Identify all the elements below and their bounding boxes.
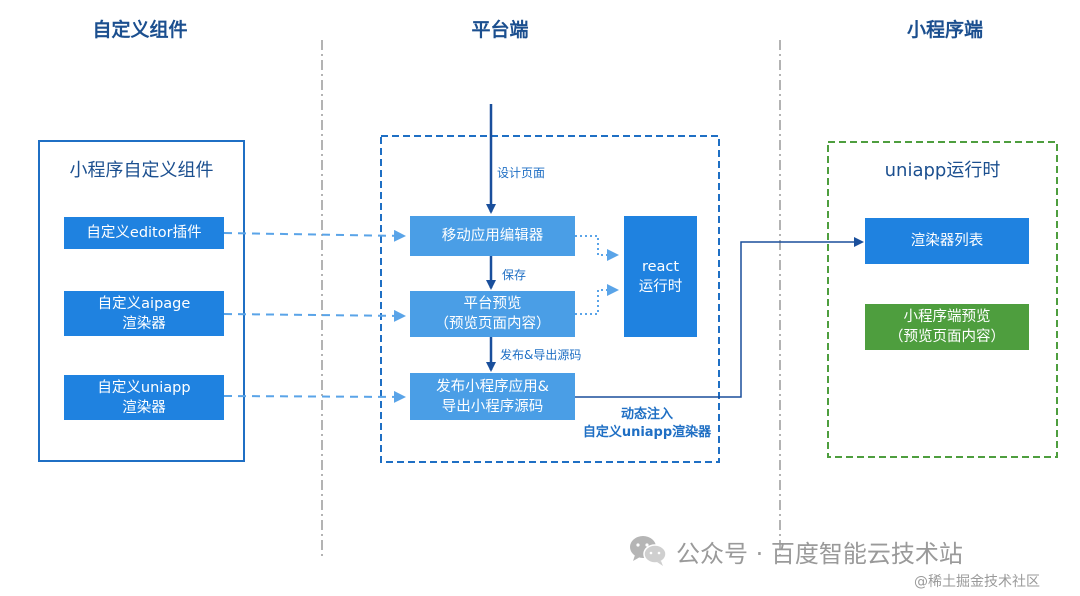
- label-save: 保存: [502, 268, 527, 282]
- arrow-editor-plugin: [223, 229, 406, 242]
- group-box-right: [827, 141, 1058, 458]
- arrow-aipage-renderer: [223, 309, 406, 322]
- arrow-editor-to-runtime: [575, 235, 619, 261]
- node-react-runtime: react 运行时: [624, 216, 697, 337]
- node-mobile-editor: 移动应用编辑器: [410, 216, 575, 256]
- node-aipage-renderer: 自定义aipage 渲染器: [64, 291, 224, 336]
- node-uniapp-renderer: 自定义uniapp 渲染器: [64, 375, 224, 420]
- watermark-account: 公众号 · 百度智能云技术站: [676, 540, 963, 568]
- group-box-left: [38, 140, 245, 462]
- column-title-miniprogram: 小程序端: [906, 19, 983, 41]
- node-miniprogram-preview: 小程序端预览 （预览页面内容）: [865, 304, 1029, 350]
- node-publish: 发布小程序应用& 导出小程序源码: [410, 373, 575, 420]
- node-editor-plugin: 自定义editor插件: [64, 217, 224, 249]
- group-title-right: uniapp运行时: [884, 160, 1001, 181]
- group-box-platform: [380, 135, 720, 463]
- arrow-inject: [575, 237, 864, 398]
- wechat-icon: [628, 533, 668, 567]
- group-title-left: 小程序自定义组件: [69, 160, 214, 181]
- label-design-page: 设计页面: [497, 166, 546, 180]
- watermark-site: @稀土掘金技术社区: [914, 574, 1040, 590]
- column-title-custom: 自定义组件: [92, 19, 188, 41]
- column-title-platform: 平台端: [471, 19, 529, 41]
- node-platform-preview: 平台预览 （预览页面内容）: [410, 291, 575, 337]
- arrow-uniapp-renderer: [223, 390, 406, 403]
- arrow-preview-to-runtime: [575, 284, 619, 315]
- node-renderer-list: 渲染器列表: [865, 218, 1029, 264]
- label-publish-export: 发布&导出源码: [500, 348, 582, 362]
- label-dynamic-inject: 动态注入 自定义uniapp渲染器: [582, 407, 712, 440]
